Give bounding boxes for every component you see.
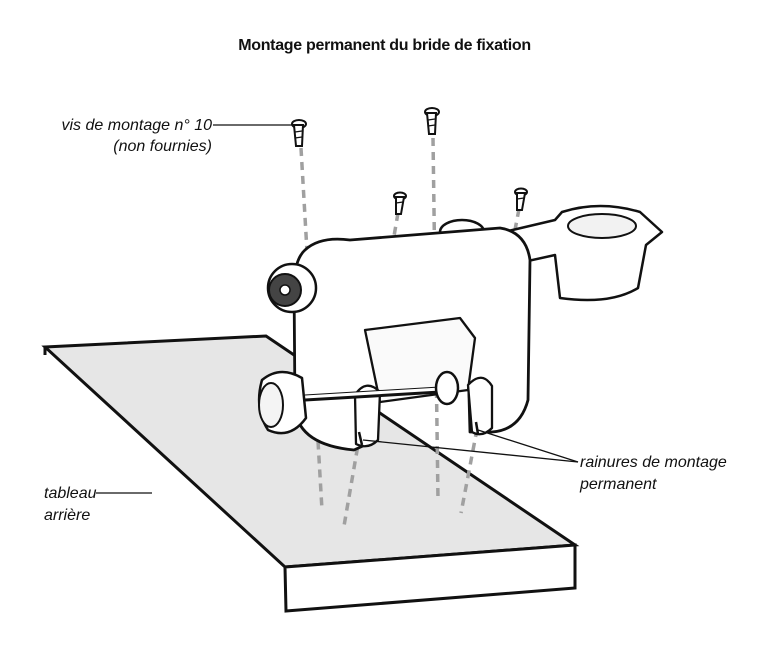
slots-label-line1: rainures de montage — [580, 454, 727, 471]
callout-lines — [96, 124, 579, 494]
slots-label-line2: permanent — [580, 476, 657, 493]
left-slot — [357, 431, 364, 446]
screw-2 — [424, 107, 440, 135]
clamp-rod-highlight — [304, 387, 441, 399]
clamp-handle-face — [258, 382, 284, 428]
transom-label-line2: arrière — [44, 507, 91, 524]
screw-4 — [514, 187, 528, 211]
diagram-title: Montage permanent du bride de fixation — [238, 37, 531, 54]
board-front-face — [283, 543, 577, 613]
right-clamp-foot — [466, 376, 494, 436]
side-dial-center — [279, 284, 291, 296]
mounting-bracket — [257, 204, 664, 452]
transom-label-line1: tableau — [44, 485, 97, 502]
guide-line-2 — [431, 137, 440, 501]
screws-label-line1: vis de montage n° 10 — [61, 117, 213, 134]
rod-end-cap — [434, 370, 460, 406]
screw-1 — [291, 119, 307, 147]
callout-slot-right — [477, 429, 579, 463]
screw-3 — [393, 191, 407, 215]
left-clamp-foot — [353, 384, 382, 448]
bracket-cup-opening — [567, 213, 637, 239]
guide-line-1 — [299, 147, 324, 511]
transom-board — [41, 334, 580, 613]
callout-slot-left — [362, 439, 579, 463]
right-slot — [474, 421, 480, 435]
mounting-screws — [291, 107, 528, 215]
screws-label-line2: (non fournies) — [113, 138, 212, 155]
